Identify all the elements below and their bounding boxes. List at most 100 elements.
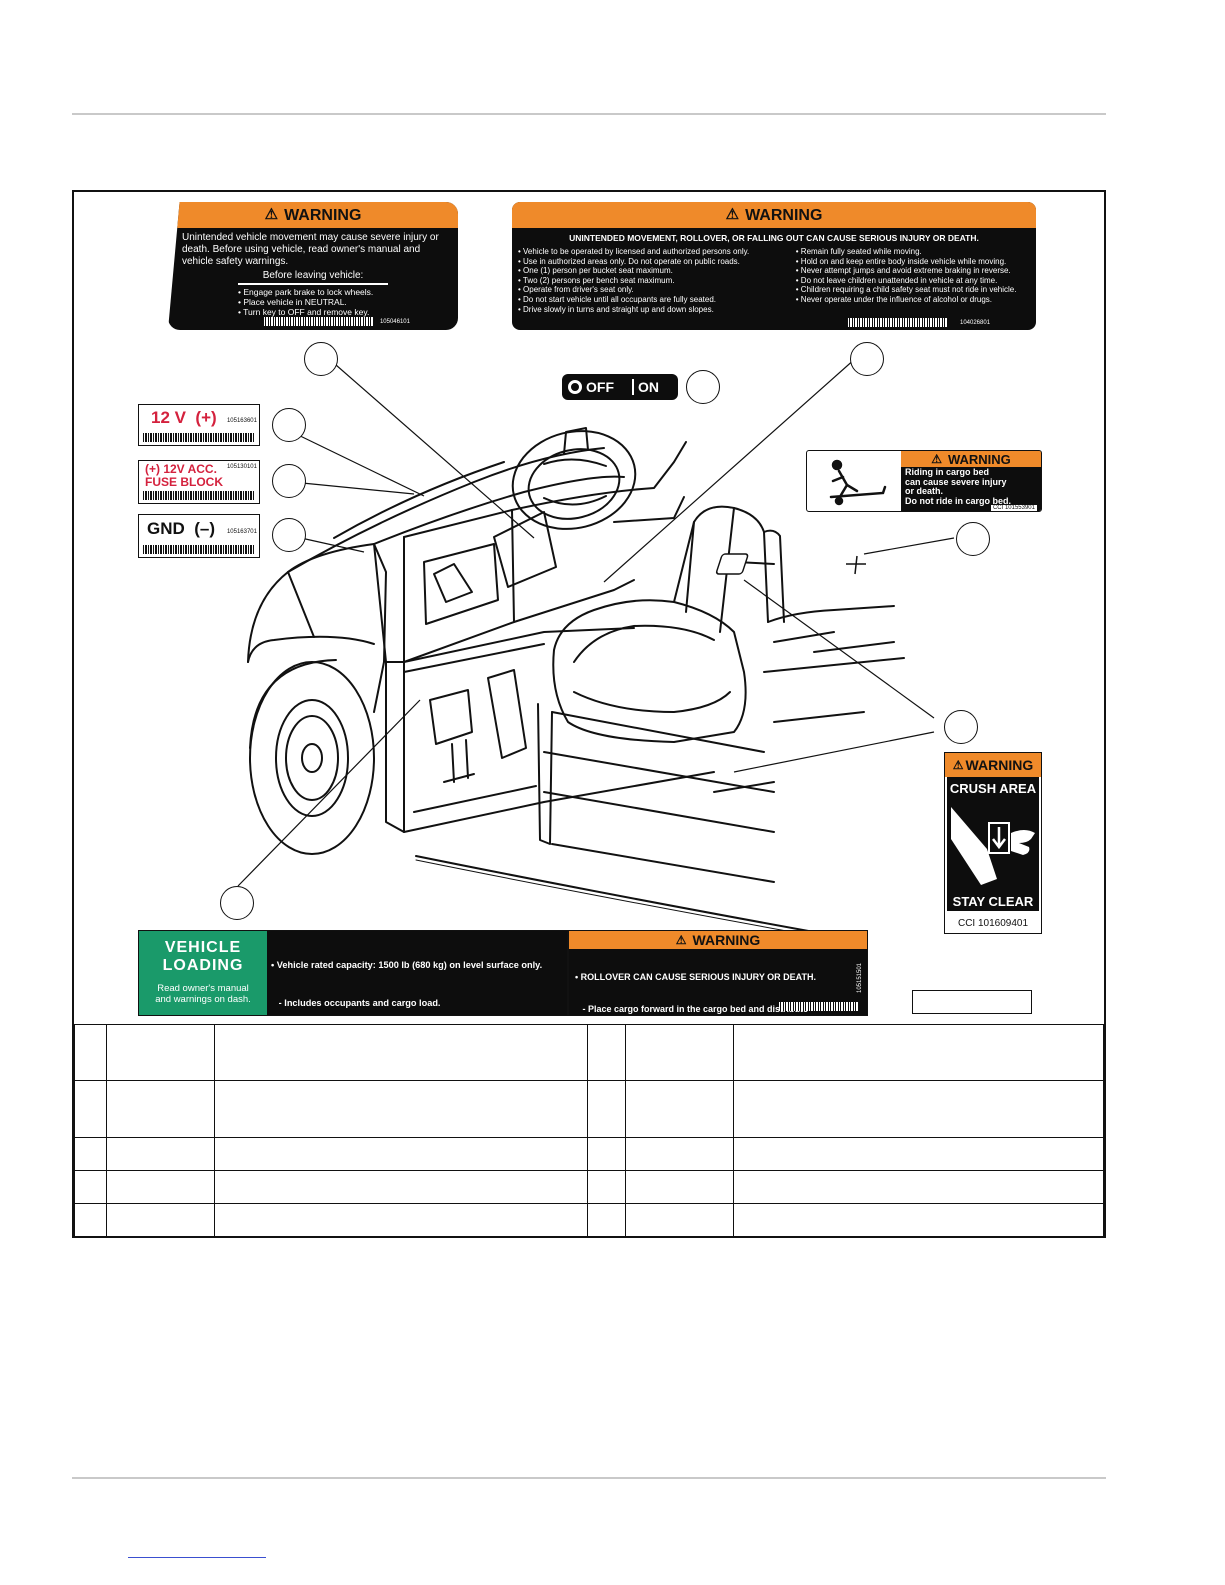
decal-list-item: • Use in authorized areas only. Do not o… [518,256,740,266]
barcode-icon [143,491,255,500]
crush-area-decal: ⚠WARNING CRUSH AREA STAY CLEAR CCI 10160… [944,752,1042,934]
part-number: 105046101 [379,319,410,325]
callout-circle [686,370,720,404]
decal-header: ⚠ WARNING [901,451,1041,467]
callout-circle [304,342,338,376]
plus-12v-decal: 12 V (+) 105163601 [138,404,260,446]
table-row [74,1080,1104,1138]
decal-header: ⚠ WARNING [569,931,867,949]
utility-vehicle-illustration [237,357,955,937]
barcode-icon [779,1002,859,1011]
table-row [74,1024,1104,1081]
loading-title: LOADING [162,957,244,974]
part-number: CCI 101609401 [957,918,1029,929]
part-number: 105163601 [226,418,257,424]
callout-circle [956,522,990,556]
acc-fuse-block-decal: (+) 12V ACC. FUSE BLOCK 105130101 [138,460,260,504]
part-number: 105151501 [856,962,863,994]
general-warning-decal: ⚠ WARNING UNINTENDED MOVEMENT, ROLLOVER, … [512,202,1036,330]
on-label: ON [638,379,659,395]
off-circle-icon [568,380,582,394]
decal-header-text: WARNING [965,757,1034,773]
warning-triangle-icon: ⚠ [931,452,942,466]
on-bar-icon [632,379,634,395]
decal-list-item: • Children requiring a child safety seat… [795,285,1017,295]
callout-circle [272,518,306,552]
decal-header: ⚠WARNING [945,753,1041,777]
decal-list-item: • Never attempt jumps and avoid extreme … [795,266,1011,276]
footer-link-underline[interactable] [128,1557,266,1558]
decal-header-text: WARNING [947,452,1011,467]
callout-circle [944,710,978,744]
decal-line: or death. [905,486,944,496]
decal-list-item: • Drive slowly in turns and straight up … [518,304,714,314]
decal-title: UNINTENDED MOVEMENT, ROLLOVER, OR FALLIN… [569,233,979,243]
plus-12v-text: 12 V (+) [151,408,217,427]
rollover-line: • ROLLOVER CAN CAUSE SERIOUS INJURY OR D… [575,972,817,983]
acc-fuse-line2: FUSE BLOCK [145,475,223,489]
figure-number-box [912,990,1032,1014]
decal-header: ⚠ WARNING [168,202,458,228]
loading-title: VEHICLE [164,939,242,956]
safety-decal-figure: ⚠WARNING Unintended vehicle movement may… [72,190,1106,1238]
decal-subheading: Before leaving vehicle: [262,270,364,281]
barcode-icon [143,545,255,554]
decal-list-item: • Hold on and keep entire body inside ve… [795,256,1007,266]
cargo-bed-warning-decal: ⚠ WARNING Riding in cargo bed can cause s… [806,450,1042,512]
off-on-decal: OFF ON [562,374,678,400]
table-row [74,1203,1104,1236]
decal-header: ⚠ WARNING [512,202,1036,228]
decal-line: can cause severe injury [905,476,1007,487]
decal-line: Do not ride in cargo bed. [905,495,1012,506]
decal-line: Riding in cargo bed [905,467,990,477]
decal-list-item: • Remain fully seated while moving. [795,247,922,256]
barcode-icon [848,318,948,327]
warning-triangle-icon: ⚠ [725,206,740,223]
gnd-text: GND (–) [147,519,215,538]
table-row [74,1170,1104,1204]
warning-triangle-icon: ⚠ [952,758,964,772]
decal-list-item: • Do not start vehicle until all occupan… [518,294,717,304]
callout-circle [272,408,306,442]
loading-subtitle: Read owner's manual [157,983,249,994]
decal-list-item: • Turn key to OFF and remove key. [238,307,370,318]
table-row [74,1137,1104,1171]
barcode-icon [143,433,255,442]
decal-list-item: • Place vehicle in NEUTRAL. [238,297,347,308]
loading-line: • Vehicle rated capacity: 1500 lb (680 k… [271,960,543,971]
part-number: 105130101 [226,464,257,470]
vehicle-loading-decal: VEHICLE LOADING Read owner's manual and … [138,930,568,1159]
barcode-icon [264,317,374,326]
decal-legend-table [74,1024,1104,1236]
loading-line: - Includes occupants and cargo load. [271,997,441,1008]
callout-circle [272,464,306,498]
decal-list-item: • Never operate under the influence of a… [795,294,993,304]
decal-body-text: Unintended vehicle movement may cause se… [182,232,439,267]
part-number: 105163701 [226,529,257,535]
decal-list-item: • Engage park brake to lock wheels. [238,287,374,297]
hand-crush-icon [951,807,1035,885]
loading-subtitle: and warnings on dash. [155,994,251,1005]
footer-rule [72,1477,1106,1479]
acc-fuse-line1: (+) 12V ACC. [145,462,217,476]
person-falling-icon [829,459,887,506]
off-label: OFF [586,379,614,395]
decal-header-text: WARNING [692,932,761,948]
warning-triangle-icon: ⚠ [675,933,687,947]
callout-circle [850,342,884,376]
header-rule [72,113,1106,115]
decal-header-text: WARNING [284,207,362,224]
crush-area-text: CRUSH AREA [949,781,1037,796]
warning-triangle-icon: ⚠ [264,206,279,223]
decal-list-item: • Vehicle to be operated by licensed and… [518,247,750,256]
decal-list-item: • Operate from driver's seat only. [518,285,634,295]
rollover-warning-decal: ⚠ WARNING • ROLLOVER CAN CAUSE SERIOUS IN… [568,930,868,1141]
decal-header-text: WARNING [745,207,823,224]
gnd-decal: GND (–) 105163701 [138,514,260,558]
decal-list-item: • One (1) person per bucket seat maximum… [518,266,673,276]
decal-list-item: • Two (2) persons per bench seat maximum… [518,275,675,285]
part-number: 104026801 [960,320,991,326]
callout-circle [220,886,254,920]
part-number: CCI 101553901 [990,505,1037,511]
decal-list-item: • Do not leave children unattended in ve… [795,275,998,285]
